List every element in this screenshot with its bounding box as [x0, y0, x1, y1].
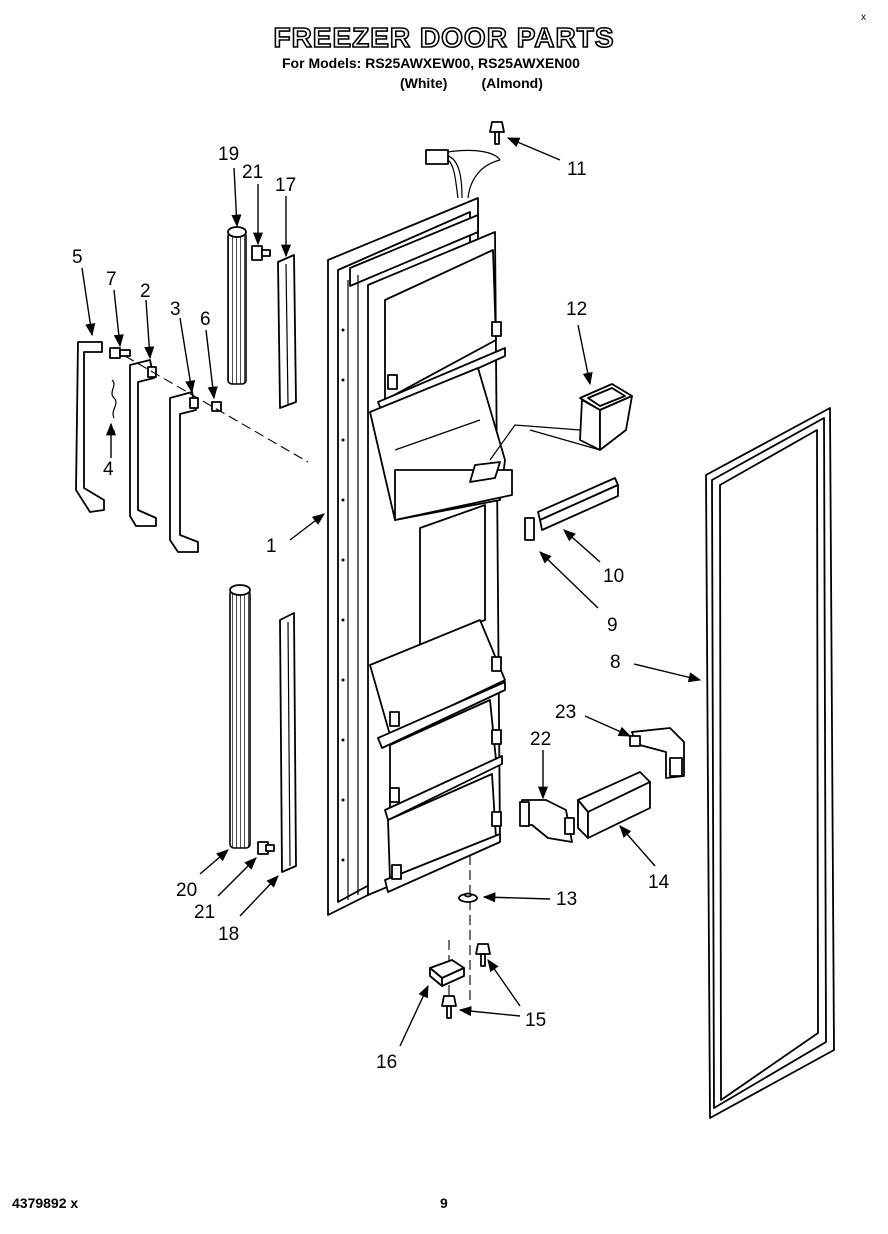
callout-3: 3 [170, 299, 181, 320]
model-colors: (White) (Almond) [400, 75, 543, 91]
callout-21-upper: 21 [242, 162, 263, 183]
part-2-handle-bracket [129, 359, 157, 527]
callout-4: 4 [103, 459, 114, 480]
part-8-gasket [705, 407, 835, 1119]
callout-7: 7 [106, 269, 117, 290]
callout-18: 18 [218, 924, 239, 945]
color-white-label: (White) [400, 75, 448, 91]
part-17-trim [277, 254, 297, 409]
part-21-screw-upper [251, 245, 271, 261]
part-16-hinge [429, 959, 465, 987]
part-21-screw-lower [257, 841, 275, 855]
callout-5: 5 [72, 247, 83, 268]
part-22-bracket [519, 799, 575, 843]
part-18-trim [279, 612, 297, 873]
part-9-clip [524, 517, 535, 541]
leader-lines [81, 137, 702, 1047]
page-number: 9 [440, 1195, 448, 1211]
part-15-screw-lower [441, 995, 457, 1019]
part-6-plate [211, 401, 222, 412]
part-14-bin [577, 771, 651, 839]
callout-2: 2 [140, 281, 151, 302]
callout-16: 16 [376, 1052, 397, 1073]
callout-14: 14 [648, 872, 670, 893]
part-10-trim [537, 477, 619, 531]
callout-10: 10 [603, 566, 624, 587]
part-3-handle-bracket [169, 391, 199, 553]
part-5-handle [75, 341, 105, 513]
callout-20: 20 [176, 880, 197, 901]
callout-9: 9 [607, 615, 618, 636]
callout-13: 13 [556, 889, 577, 910]
part-13-washer [458, 892, 478, 903]
callout-15: 15 [525, 1010, 546, 1031]
part-11-screw [489, 121, 505, 145]
door-rivets [341, 328, 345, 862]
color-almond-label: (Almond) [481, 75, 543, 91]
wire-harness [425, 149, 501, 199]
callout-19: 19 [218, 144, 239, 165]
callout-21-lower: 21 [194, 902, 215, 923]
callout-8: 8 [610, 652, 621, 673]
callout-23: 23 [555, 702, 576, 723]
part-20-handle-trim [229, 584, 251, 849]
part-19-handle-trim [227, 226, 247, 385]
page-title: FREEZER DOOR PARTS [273, 21, 615, 54]
callout-6: 6 [200, 309, 211, 330]
document-code: 4379892 x [12, 1195, 79, 1211]
callout-labels: 1 2 3 4 5 6 7 8 9 10 11 12 13 14 15 16 1… [72, 144, 670, 1073]
part-15-screw-upper [475, 943, 491, 967]
part-12-ice-chute [489, 383, 633, 461]
corner-mark: x [861, 12, 866, 23]
callout-12: 12 [566, 299, 587, 320]
freezer-door-assembly [327, 197, 513, 916]
callout-17: 17 [275, 175, 296, 196]
callout-11: 11 [567, 159, 587, 180]
callout-1: 1 [266, 536, 277, 557]
callout-22: 22 [530, 729, 551, 750]
part-23-bracket [629, 727, 685, 779]
part-7-screw [109, 347, 131, 359]
model-numbers: For Models: RS25AWXEW00, RS25AWXEN00 [282, 55, 580, 71]
